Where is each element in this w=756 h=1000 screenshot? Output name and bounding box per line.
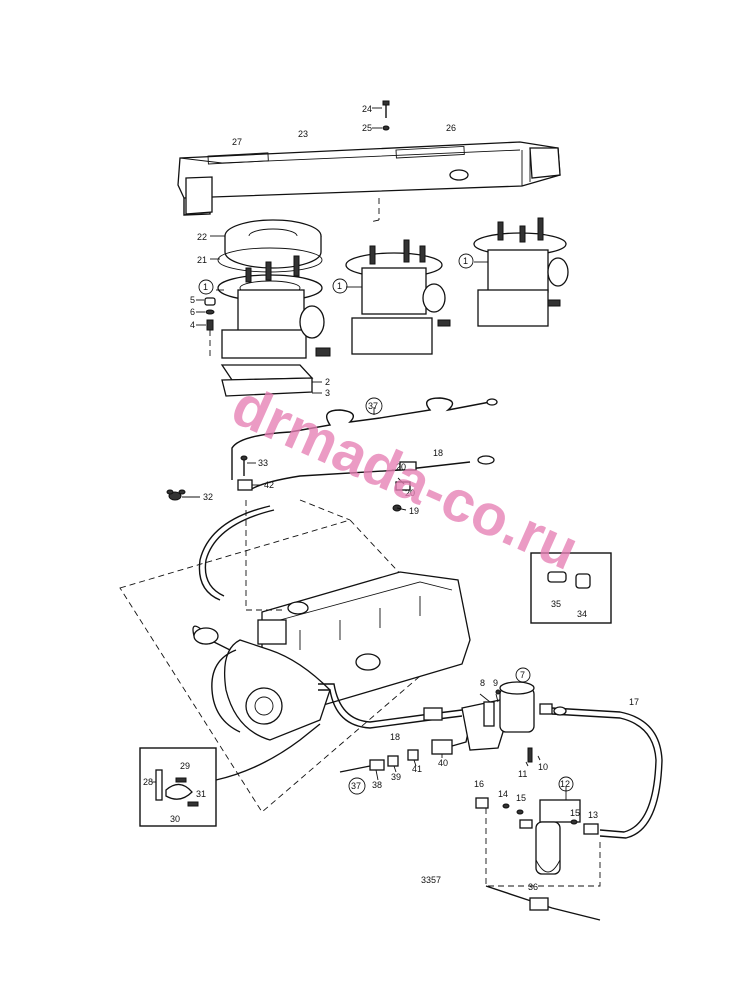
callout-2: 2 — [325, 377, 330, 387]
intake-plenum — [177, 141, 561, 223]
callout-27: 27 — [232, 137, 242, 147]
callout-labels: 24 25 23 27 26 22 21 1 1 1 5 6 4 2 3 37 … — [143, 104, 639, 892]
callout-4: 4 — [190, 320, 195, 330]
carburettor-middle — [345, 239, 451, 355]
callout-31: 31 — [196, 789, 206, 799]
callout-14: 14 — [498, 789, 508, 799]
callout-39: 39 — [391, 772, 401, 782]
callout-33: 33 — [258, 458, 268, 468]
callout-7: 7 — [520, 670, 525, 680]
drawing-code: 3357 — [421, 875, 441, 885]
callout-18-bottom: 18 — [390, 732, 400, 742]
watermark: drmada-co.ru — [223, 372, 588, 582]
callout-1-left: 1 — [203, 282, 208, 292]
callout-36: 36 — [528, 882, 538, 892]
fuel-filter — [475, 786, 599, 875]
carburettor-left — [216, 255, 331, 397]
callout-13: 13 — [588, 810, 598, 820]
callout-20-top: 20 — [396, 462, 406, 472]
callout-25: 25 — [362, 123, 372, 133]
return-hose — [198, 499, 351, 611]
callout-37-upper: 37 — [368, 401, 378, 411]
callout-1-right: 1 — [463, 256, 468, 266]
fuel-line-17 — [551, 706, 663, 839]
callout-30: 30 — [170, 814, 180, 824]
bolt-and-washer — [372, 100, 390, 131]
callout-42: 42 — [264, 480, 274, 490]
callout-37-lower: 37 — [351, 781, 361, 791]
callout-19: 19 — [409, 506, 419, 516]
callout-16: 16 — [474, 779, 484, 789]
callout-32: 32 — [203, 492, 213, 502]
callout-40: 40 — [438, 758, 448, 768]
callout-38: 38 — [372, 780, 382, 790]
callout-1-middle: 1 — [337, 281, 342, 291]
bypass-dashed — [485, 808, 601, 921]
callout-41: 41 — [412, 764, 422, 774]
callout-3: 3 — [325, 388, 330, 398]
callout-35: 35 — [551, 599, 561, 609]
callout-10: 10 — [538, 762, 548, 772]
callout-24: 24 — [362, 104, 372, 114]
wing-nut — [166, 489, 200, 501]
callout-20-bottom: 20 — [405, 488, 415, 498]
jet-parts — [196, 297, 216, 360]
inset-box-fittings — [530, 552, 612, 624]
fuel-line-18 — [237, 455, 495, 512]
callout-34: 34 — [577, 609, 587, 619]
callout-26: 26 — [446, 123, 456, 133]
carburettor-right — [473, 217, 569, 327]
callout-15-left: 15 — [516, 793, 526, 803]
callout-29: 29 — [180, 761, 190, 771]
engine-block — [192, 571, 471, 741]
callout-8: 8 — [480, 678, 485, 688]
callout-21: 21 — [197, 255, 207, 265]
callout-11: 11 — [518, 769, 527, 779]
fuel-line-upper — [231, 397, 498, 480]
callout-28: 28 — [143, 777, 153, 787]
callout-18-top: 18 — [433, 448, 443, 458]
fuel-pump — [461, 681, 553, 767]
callout-6: 6 — [190, 307, 195, 317]
callout-5: 5 — [190, 295, 195, 305]
callout-23: 23 — [298, 129, 308, 139]
inset-box-clamp — [139, 747, 217, 827]
pipe-fittings — [339, 723, 471, 781]
callout-22: 22 — [197, 232, 207, 242]
callout-9: 9 — [493, 678, 498, 688]
fuel-pipe-lower — [215, 683, 463, 781]
callout-12: 12 — [560, 779, 570, 789]
callout-17: 17 — [629, 697, 639, 707]
callout-15-right: 15 — [570, 808, 580, 818]
